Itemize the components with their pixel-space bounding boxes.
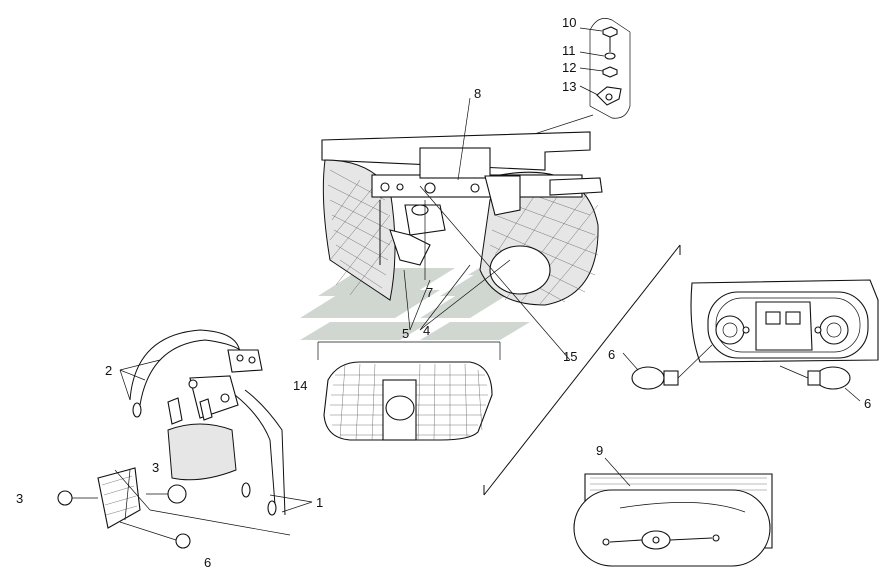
vehicle-leaders <box>317 97 571 361</box>
callout-6-bottom: 6 <box>204 555 211 570</box>
lamp-lens <box>323 361 493 441</box>
callout-1: 1 <box>316 495 323 510</box>
callout-6-left: 6 <box>608 347 615 362</box>
left-lamp-assembly <box>57 329 313 549</box>
section-separator <box>483 244 681 496</box>
rear-lamp <box>573 457 773 567</box>
callout-13: 13 <box>562 79 576 94</box>
vehicle-rear-illustration <box>321 131 603 306</box>
callout-5: 5 <box>402 326 409 341</box>
callout-11: 11 <box>562 43 576 58</box>
callout-8: 8 <box>474 86 481 101</box>
callout-7: 7 <box>426 285 433 300</box>
callout-12: 12 <box>562 60 576 75</box>
callout-3-center: 3 <box>152 460 159 475</box>
callout-6-right: 6 <box>864 396 871 411</box>
callout-3-left: 3 <box>16 491 23 506</box>
callout-14: 14 <box>293 378 307 393</box>
fastener-detail <box>484 18 631 151</box>
right-lamp-housing <box>622 279 879 402</box>
callout-labels: 10 11 12 13 8 7 5 4 15 14 2 3 3 1 6 6 6 … <box>16 15 871 570</box>
callout-10: 10 <box>562 15 576 30</box>
callout-4: 4 <box>423 323 430 338</box>
callout-15: 15 <box>563 349 577 364</box>
callout-2: 2 <box>105 363 112 378</box>
callout-9: 9 <box>596 443 603 458</box>
